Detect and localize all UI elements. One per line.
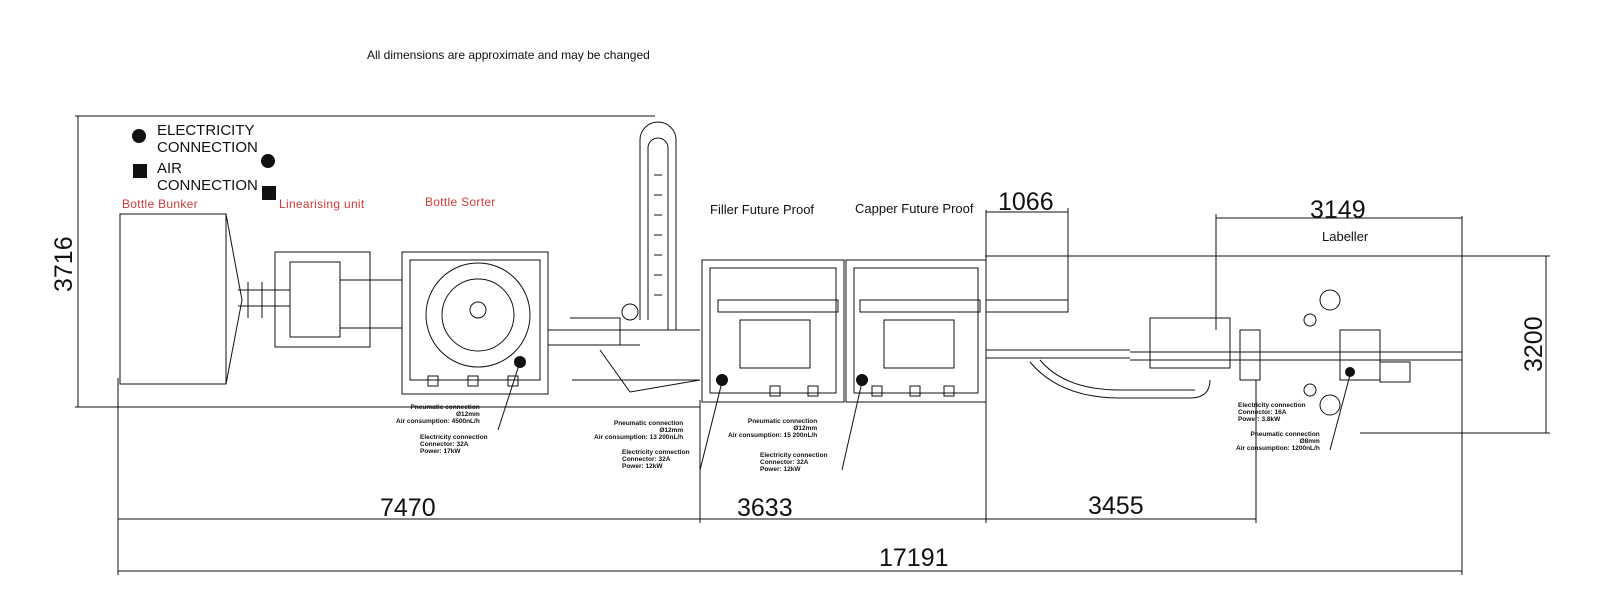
bottle-bunker-shape	[119, 213, 227, 385]
filler-elec-callout: Electricity connection Connector: 32A Po…	[622, 449, 690, 471]
linearising-elec-icon	[261, 154, 275, 168]
linearising-unit-shape	[274, 251, 371, 348]
sorter-elec-icon	[514, 356, 526, 368]
dim-labeller-width: 3149	[1310, 196, 1366, 224]
labeller-elec-callout: Electricity connection Connector: 16A Po…	[1238, 402, 1306, 424]
legend-electricity-label: ELECTRICITY CONNECTION	[157, 122, 258, 157]
dim-total: 17191	[879, 544, 949, 572]
labeller-elec-icon	[1345, 367, 1355, 377]
capper-shape	[845, 259, 987, 403]
filler-shape	[701, 259, 845, 403]
conveyor-shape	[986, 349, 1211, 399]
legend-air-label: AIR CONNECTION	[157, 160, 258, 195]
dim-capper-ext: 1066	[998, 188, 1054, 216]
elevator-shape	[639, 121, 677, 330]
capper-elec-icon	[856, 374, 868, 386]
dimensions-note: All dimensions are approximate and may b…	[367, 48, 650, 62]
dim-height-left: 3716	[50, 236, 78, 292]
dim-seg2: 3633	[737, 494, 793, 522]
linearising-air-icon	[262, 186, 276, 200]
legend-air-icon	[133, 164, 147, 178]
sorter-elec-callout: Electricity connection Connector: 32A Po…	[420, 434, 488, 456]
filler-elec-icon	[716, 374, 728, 386]
dim-seg1: 7470	[380, 494, 436, 522]
capper-elec-callout: Electricity connection Connector: 32A Po…	[760, 452, 828, 474]
sorter-air-callout: Pneumatic connection Ø12mm Air consumpti…	[396, 404, 480, 426]
bottle-sorter-label: Bottle Sorter	[425, 195, 496, 209]
linearising-unit-label: Linearising unit	[279, 197, 365, 211]
capper-air-callout: Pneumatic connection Ø12mm Air consumpti…	[728, 418, 818, 440]
bottle-bunker-label: Bottle Bunker	[122, 197, 198, 211]
capper-label: Capper Future Proof	[855, 201, 974, 216]
outline-frame	[75, 115, 700, 408]
labeller-label: Labeller	[1322, 229, 1369, 244]
labeller-shape	[1149, 317, 1231, 369]
dim-seg3: 3455	[1088, 492, 1144, 520]
dim-height-right: 3200	[1520, 316, 1548, 372]
legend-electricity-icon	[132, 129, 146, 143]
bottle-sorter-shape	[401, 251, 549, 395]
filler-air-callout: Pneumatic connection Ø12mm Air consumpti…	[594, 420, 684, 442]
labeller-air-callout: Pneumatic connection Ø8mm Air consumptio…	[1236, 431, 1320, 453]
filler-label: Filler Future Proof	[710, 202, 815, 217]
